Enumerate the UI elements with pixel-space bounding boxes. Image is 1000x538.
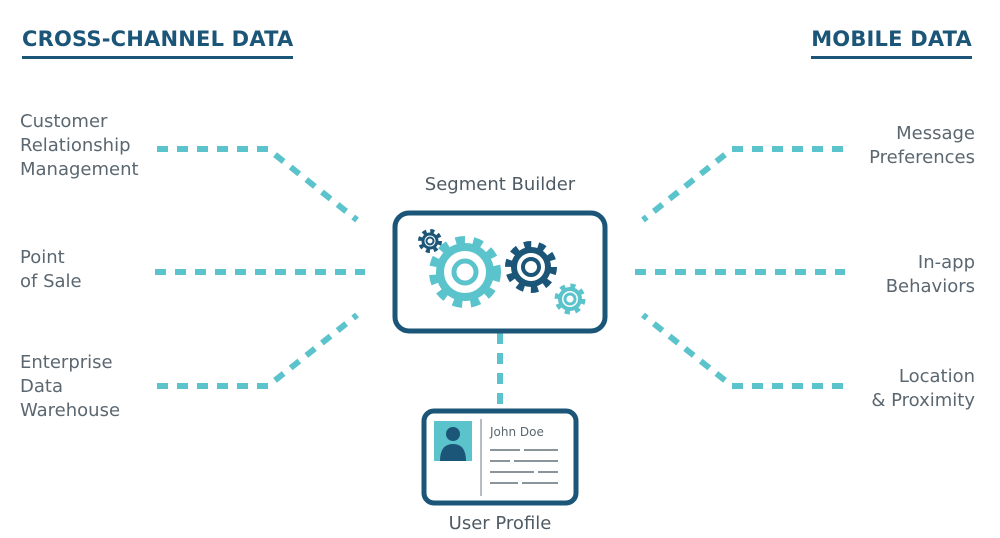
- connector-edw: [157, 312, 359, 389]
- avatar: [440, 444, 466, 461]
- gear-icon: [505, 241, 557, 293]
- source-line: Management: [20, 159, 139, 180]
- source-line: of Sale: [20, 271, 82, 292]
- source-line: In-app: [917, 252, 975, 273]
- source-message-preferences: Message Preferences: [869, 122, 975, 170]
- connector-location-proximity: [641, 312, 843, 389]
- source-pos: Point of Sale: [20, 246, 82, 294]
- source-line: Relationship: [20, 135, 131, 156]
- cross-channel-data-heading: CROSS-CHANNEL DATA: [22, 26, 294, 59]
- source-line: Point: [20, 247, 65, 268]
- gear-icon: [418, 229, 442, 253]
- source-line: Warehouse: [20, 400, 121, 421]
- id-card-icon: John Doe: [421, 408, 579, 506]
- gear-icon: [429, 236, 501, 308]
- profile-name: John Doe: [489, 425, 544, 439]
- source-line: Preferences: [869, 147, 975, 168]
- source-line: Behaviors: [885, 276, 975, 297]
- source-in-app-behaviors: In-app Behaviors: [886, 251, 975, 299]
- source-line: Customer: [20, 111, 108, 132]
- gears-icon: [418, 229, 586, 315]
- source-location-proximity: Location & Proximity: [871, 365, 975, 413]
- mobile-data-heading: MOBILE DATA: [811, 26, 972, 59]
- connector-message-preferences: [641, 146, 843, 223]
- source-crm: Customer Relationship Management: [20, 110, 139, 182]
- source-line: Message: [896, 123, 975, 144]
- connector-crm: [157, 146, 359, 223]
- source-edw: Enterprise Data Warehouse: [20, 351, 120, 423]
- source-line: Enterprise: [20, 352, 113, 373]
- gear-icon: [554, 283, 586, 315]
- source-line: Location: [898, 366, 975, 387]
- user-profile-label: User Profile: [448, 513, 552, 534]
- segment-builder-label: Segment Builder: [424, 174, 576, 195]
- source-line: Data: [20, 376, 63, 397]
- source-line: & Proximity: [871, 390, 975, 411]
- avatar: [446, 427, 460, 441]
